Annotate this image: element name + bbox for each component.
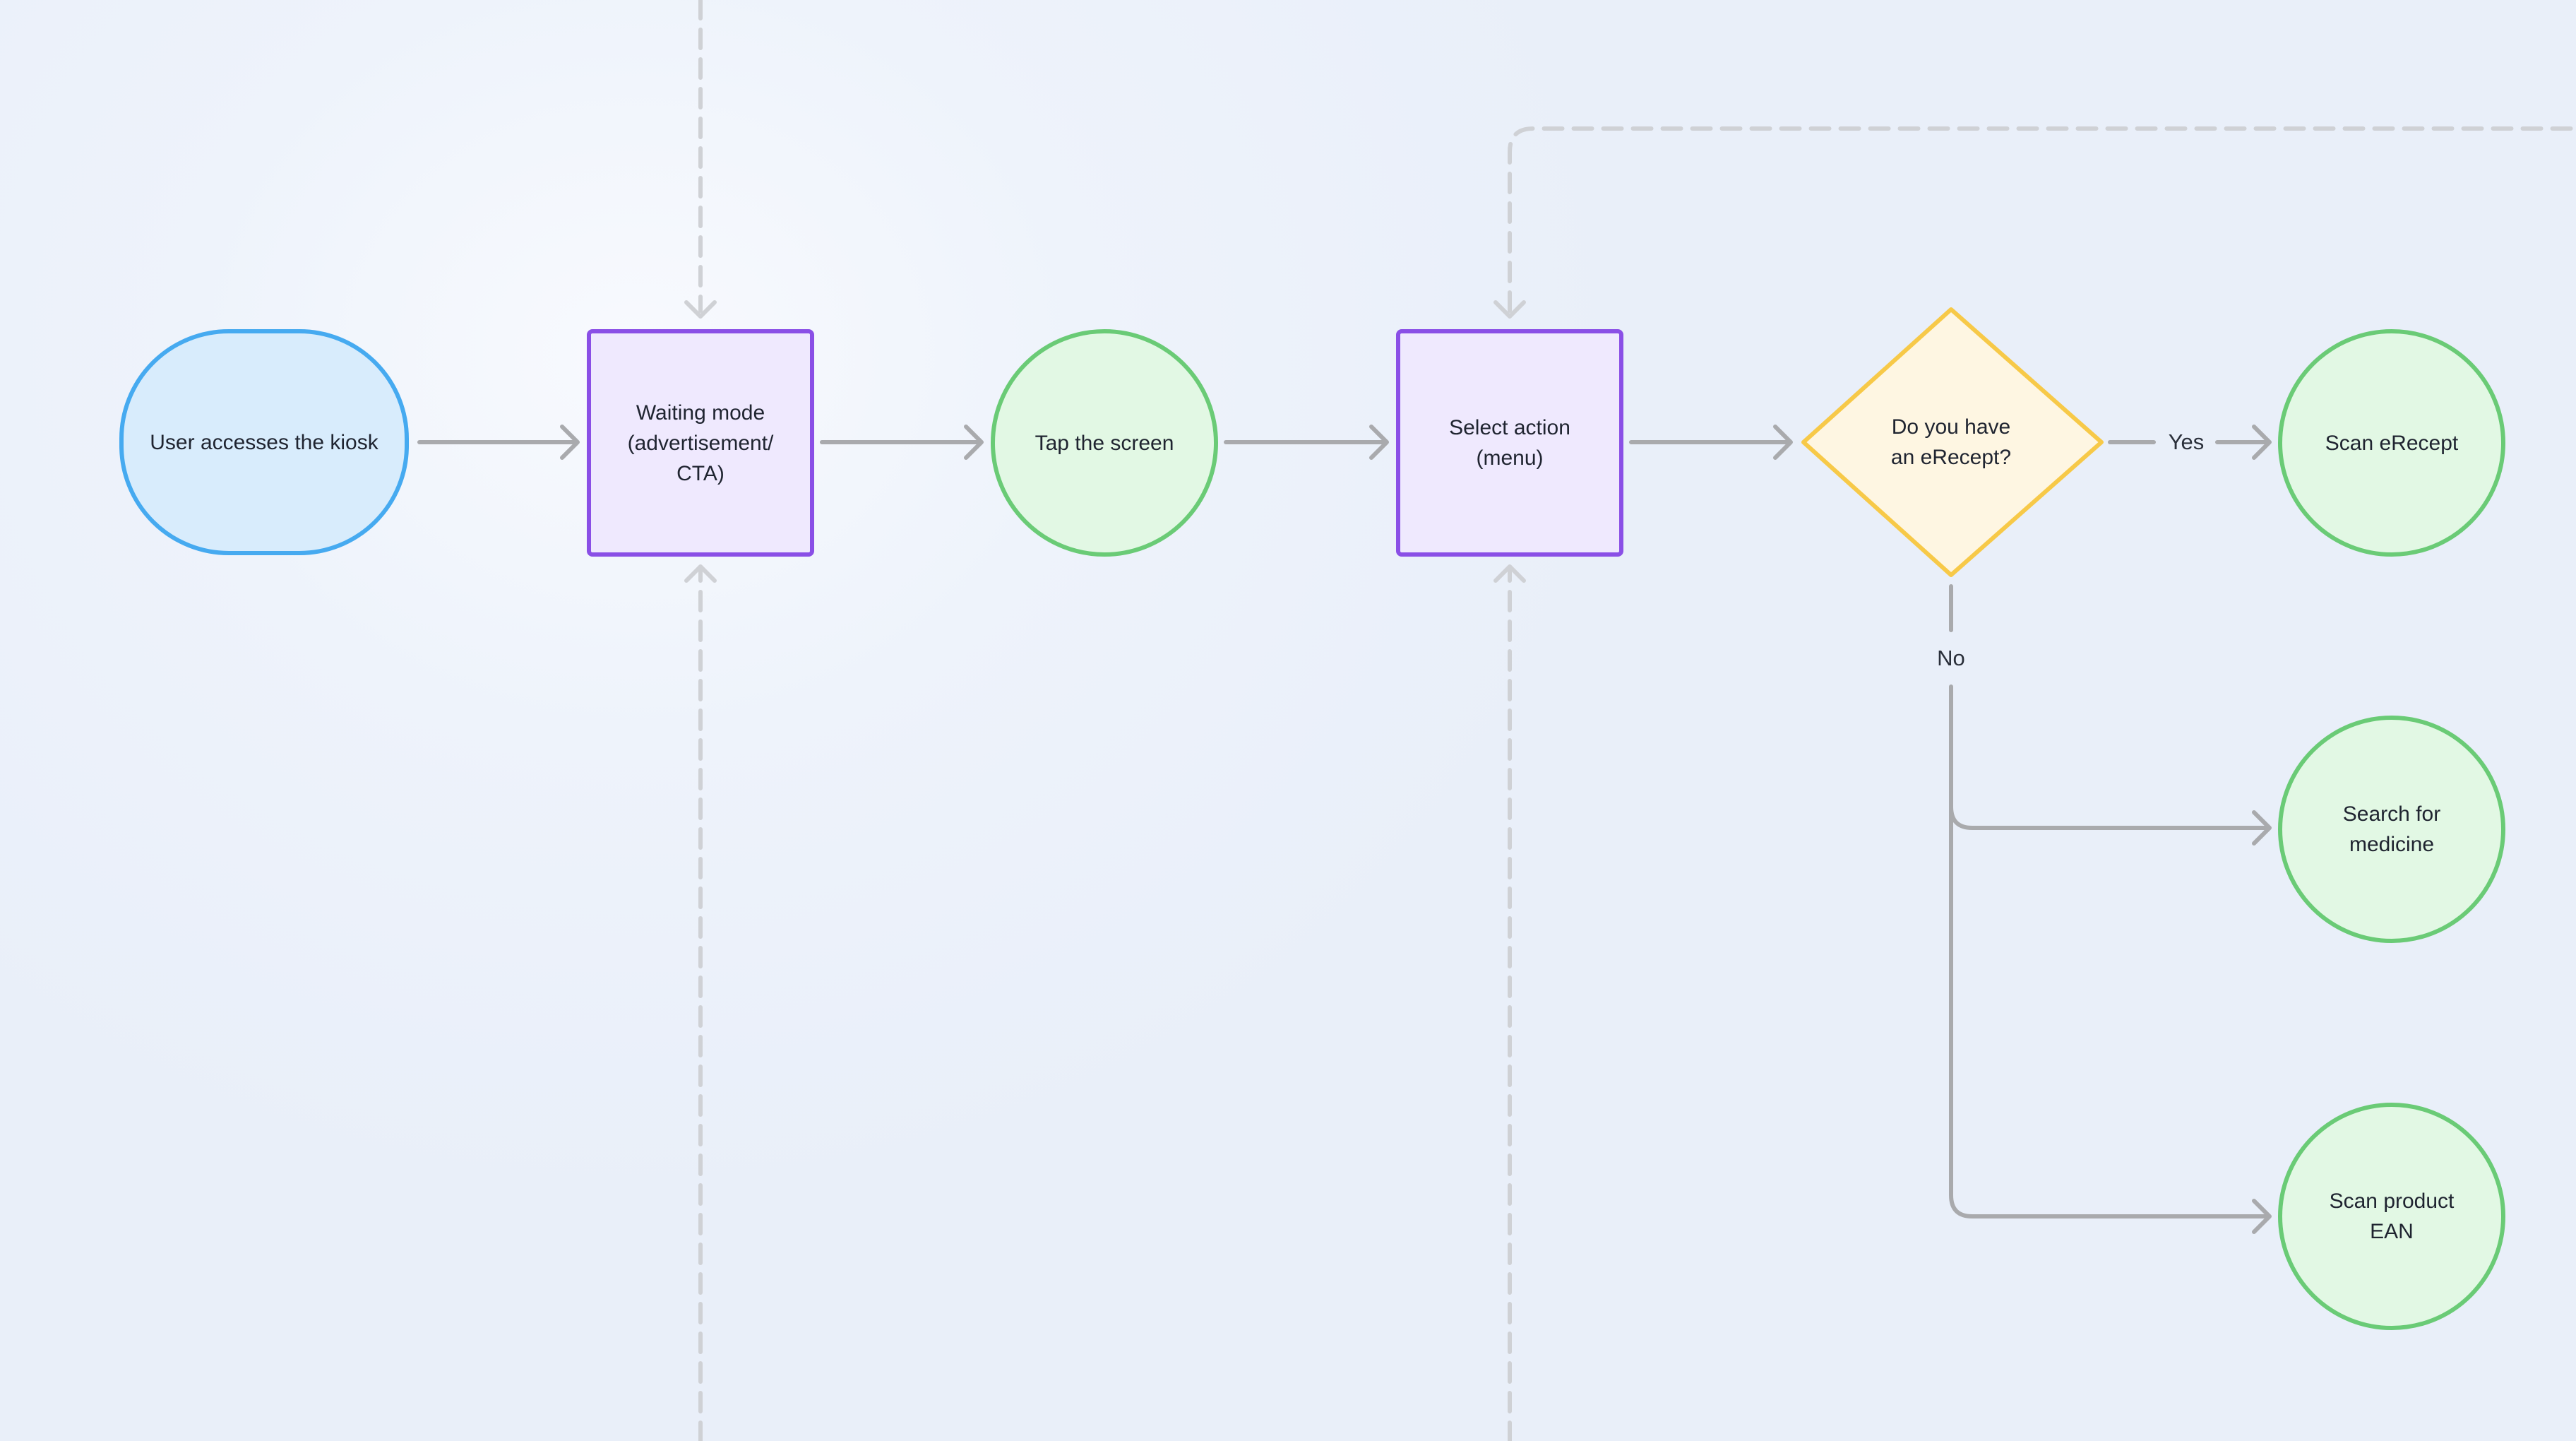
node-scan-erecept[interactable]: Scan eRecept xyxy=(2278,329,2505,557)
node-tap-the-screen[interactable]: Tap the screen xyxy=(991,329,1218,557)
dashed-arrowhead-top-waiting xyxy=(684,300,717,319)
node-label: Waiting mode (advertisement/ CTA) xyxy=(627,401,774,485)
node-label: Scan product EAN xyxy=(2329,1190,2455,1243)
dashed-arrowhead-bottom-waiting xyxy=(684,564,717,583)
node-label: Do you have an eRecept? xyxy=(1890,415,2012,469)
node-label: Search for medicine xyxy=(2342,802,2441,856)
arrowhead-select xyxy=(1369,425,1389,460)
node-select-action[interactable]: Select action (menu) xyxy=(1396,329,1623,557)
dashed-arrowhead-top-select xyxy=(1493,300,1526,319)
edge-no-to-scan-ean xyxy=(1949,805,2269,1218)
arrowhead-scan-erecept xyxy=(2252,425,2272,460)
edge-no-to-search-medicine xyxy=(1949,684,2269,830)
node-label: User accesses the kiosk xyxy=(150,430,378,454)
node-waiting-mode[interactable]: Waiting mode (advertisement/ CTA) xyxy=(587,329,814,557)
dashed-edge-top-into-select xyxy=(1508,126,2576,313)
edge-label-yes: Yes xyxy=(2168,429,2205,454)
node-user-accesses-kiosk[interactable]: User accesses the kiosk xyxy=(119,329,409,555)
decision-diamond-shape xyxy=(1801,307,2104,577)
arrowhead-scan-ean xyxy=(2252,1199,2272,1234)
node-label: Scan eRecept xyxy=(2325,431,2459,455)
arrowhead-waiting xyxy=(560,425,580,460)
dashed-arrowheads xyxy=(684,300,1526,583)
node-scan-product-ean[interactable]: Scan product EAN xyxy=(2278,1103,2505,1330)
node-search-for-medicine[interactable]: Search for medicine xyxy=(2278,716,2505,943)
node-label: Select action (menu) xyxy=(1449,416,1570,470)
arrowhead-search-medicine xyxy=(2252,810,2272,846)
arrowhead-tap xyxy=(964,425,984,460)
solid-connectors xyxy=(417,440,2269,1218)
node-label: Tap the screen xyxy=(1034,431,1174,455)
edge-label-no: No xyxy=(1937,646,1965,670)
arrowhead-decision xyxy=(1773,425,1793,460)
solid-arrowheads xyxy=(560,425,2272,1234)
dashed-arrowhead-bottom-select xyxy=(1493,564,1526,583)
node-decision-erecept[interactable]: Do you have an eRecept? xyxy=(1850,381,2052,503)
dashed-connectors xyxy=(698,0,2576,1441)
